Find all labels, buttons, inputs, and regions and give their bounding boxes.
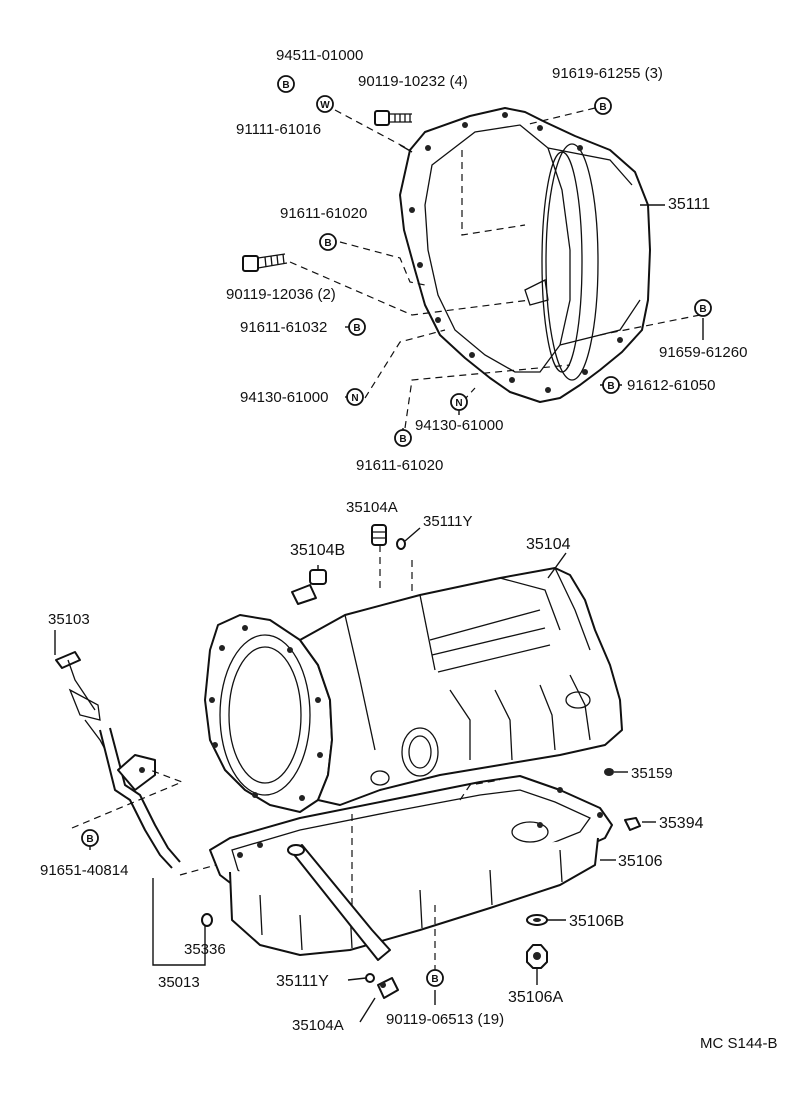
svg-text:B: B [607,381,614,392]
label-91619-61255: 91619-61255 (3) [552,65,663,82]
svg-text:B: B [324,238,331,249]
pan-tube [291,844,391,961]
label-91611-61020-bottom: 91611-61020 [356,457,443,474]
symbol-b: B [602,376,620,394]
label-91651-40814: 91651-40814 [40,862,128,879]
clip-35394 [624,817,641,831]
svg-text:B: B [399,434,406,445]
label-35013: 35013 [158,974,200,991]
label-35106: 35106 [618,853,663,870]
svg-text:N: N [455,398,462,409]
label-94511-01000: 94511-01000 [276,47,363,64]
label-94130-61000-left: 94130-61000 [240,389,328,406]
label-90119-06513: 90119-06513 (19) [386,1011,504,1028]
transmission-housing-35111 [399,107,651,403]
label-90119-10232: 90119-10232 (4) [358,73,468,90]
oil-pan-35106 [209,775,613,956]
symbol-b: B [394,429,412,447]
symbol-b: B [81,829,99,847]
oring-35111Y-bottom [365,973,375,983]
bolt-90119-12036 [242,253,288,272]
svg-text:B: B [599,102,606,113]
symbol-n: N [346,388,364,406]
label-35106B: 35106B [569,913,624,930]
svg-text:B: B [431,974,438,985]
label-35111Y-top: 35111Y [423,513,473,530]
label-91611-61020-top: 91611-61020 [280,205,367,222]
symbol-b: B [319,233,337,251]
label-35103: 35103 [48,611,90,628]
label-35336: 35336 [184,941,226,958]
bolt-90119-10232 [374,110,412,126]
label-35111: 35111 [668,196,710,213]
label-91659-61260: 91659-61260 [659,344,747,361]
plug-35106A [526,944,548,969]
label-35104A-bottom: 35104A [292,1017,344,1034]
label-35159: 35159 [631,765,673,782]
label-35111Y-bottom: 35111Y [276,973,329,990]
symbol-b: B [277,75,295,93]
label-91611-61032: 91611-61032 [240,319,327,336]
oring-35111Y-top [396,538,406,550]
svg-text:W: W [320,100,330,111]
label-35104A-top: 35104A [346,499,398,516]
symbol-n: N [450,393,468,411]
plug-35104A-top [371,524,387,546]
symbol-b: B [594,97,612,115]
svg-text:B: B [353,323,360,334]
svg-text:B: B [86,834,93,845]
label-91111-61016: 91111-61016 [236,121,321,138]
drain-gasket-35159 [604,768,614,776]
label-35106A: 35106A [508,989,563,1006]
label-91612-61050: 91612-61050 [627,377,715,394]
washer-35106B [526,914,548,926]
svg-text:B: B [699,304,706,315]
plug-35104A-bottom [377,977,399,999]
transmission-case-35104 [204,567,623,813]
label-90119-12036: 90119-12036 (2) [226,286,336,303]
label-35104: 35104 [526,536,571,553]
symbol-w: W [316,95,334,113]
svg-text:N: N [351,393,358,404]
label-94130-61000-right: 94130-61000 [415,417,503,434]
oring-35336 [201,913,213,927]
plug-35104B [291,569,327,605]
symbol-b: B [348,318,366,336]
svg-text:B: B [282,80,289,91]
dipstick-35103 [55,651,109,756]
oil-filler-tube [99,727,181,869]
label-35104B: 35104B [290,542,345,559]
diagram-code: MC S144-B [700,1035,778,1052]
symbol-b: B [694,299,712,317]
label-35394: 35394 [659,815,704,832]
symbol-b: B [426,969,444,987]
